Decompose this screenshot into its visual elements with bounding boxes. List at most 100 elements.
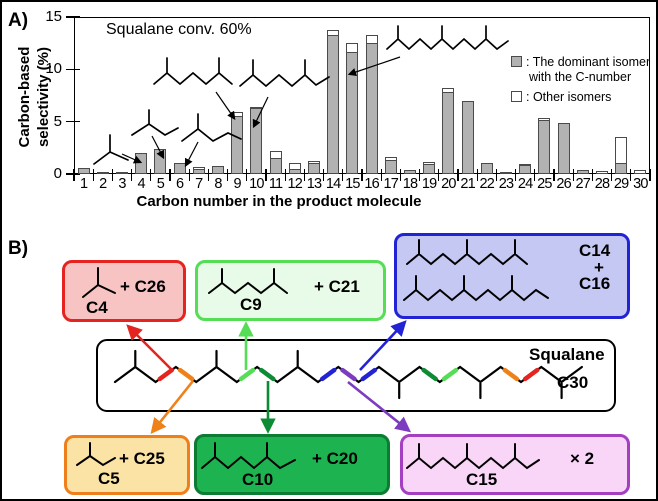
x-tick-3 [130,169,133,181]
formula-c15: C15 [466,470,498,489]
bar-c25 [535,17,554,174]
x-tick-label-29: 29 [613,176,629,192]
x-tick-label-20: 20 [441,176,456,192]
y-tick-5 [66,120,80,123]
x-tick-label-4: 4 [137,176,146,192]
x-tick-9 [246,169,248,181]
x-tick-2 [111,169,114,181]
y-tick-label-10: 10 [45,60,62,78]
bar-c17-other [384,157,397,162]
x-tick-label-15: 15 [345,176,360,192]
x-tick-label-2: 2 [99,176,107,192]
x-tick-label-25: 25 [537,176,552,192]
x-tick-0 [73,169,75,181]
bar-c18-dominant [403,170,416,174]
bar-c5 [151,17,170,174]
bar-c14-other [327,29,340,36]
x-tick-1 [92,169,94,181]
bar-c8 [208,17,227,174]
bar-c28 [592,17,611,174]
legend-dominant-swatch [511,56,522,67]
x-tick-18 [418,169,421,181]
x-tick-label-7: 7 [195,176,203,192]
x-tick-label-12: 12 [287,176,303,192]
bar-c28-other [595,170,608,174]
legend-dominant: : The dominant isomer [511,55,650,69]
bar-c10-dominant [250,108,263,174]
product-box-c10-c20 [194,434,390,495]
x-tick-20 [457,169,459,181]
bar-c8-dominant [211,165,224,174]
bar-c19 [420,17,439,174]
bar-c12 [285,17,304,174]
x-tick-21 [476,169,478,181]
bar-c4-dominant [135,153,148,174]
x-tick-17 [399,169,402,181]
x-tick-label-3: 3 [118,176,126,192]
squalane-formula: C30 [557,373,589,392]
bar-c6 [170,17,189,174]
x-tick-12 [303,169,306,181]
x-tick-15 [361,169,363,181]
bar-c16-other [365,34,378,45]
x-tick-13 [322,169,325,181]
x-tick-label-26: 26 [556,176,571,192]
bar-c9-dominant [231,116,244,174]
y-tick-15 [66,16,80,18]
bar-c10 [247,17,266,174]
selectivity-bar-chart [74,17,650,174]
x-tick-label-8: 8 [214,176,222,192]
bar-c29-other [615,137,628,164]
bar-c13-dominant [307,162,320,174]
bar-c20-other [442,88,455,94]
legend-dominant-line2: with the C-number [529,70,632,84]
squalane-name: Squalane [529,345,605,364]
x-tick-label-21: 21 [460,176,475,192]
bar-c3-dominant [115,171,128,174]
x-tick-5 [169,169,171,181]
bar-c11 [266,17,285,174]
bar-c17-dominant [384,160,397,174]
bar-c24-other [519,164,532,167]
bar-c18 [400,17,419,174]
bar-c25-dominant [538,119,551,174]
bar-c6-dominant [173,162,186,174]
bar-c5-dominant [154,148,167,174]
conversion-annotation: Squalane conv. 60% [106,21,252,38]
bar-c26 [554,17,573,174]
bar-c13 [304,17,323,174]
bar-c29-dominant [615,162,628,174]
y-tick-label-15: 15 [45,8,62,25]
formula-c4: C4 [86,298,108,317]
bar-c21-dominant [461,100,474,174]
x-tick-10 [265,169,267,181]
bar-c27-dominant [576,169,589,174]
x-tick-26 [572,169,574,181]
bar-c12-other [288,162,301,170]
y-tick-label-5: 5 [53,112,62,130]
x-tick-28 [610,169,613,181]
bar-c25-other [538,117,551,121]
bar-c15-dominant [346,51,359,174]
x-tick-label-28: 28 [594,176,610,192]
panel-a-label: A) [8,10,29,31]
bar-c14 [324,17,343,174]
partner-x2: × 2 [570,449,595,468]
x-tick-label-19: 19 [421,176,437,192]
x-tick-22 [495,169,498,181]
bar-c16 [362,17,381,174]
x-tick-label-9: 9 [233,176,242,192]
plus-sign: + [594,258,604,277]
x-tick-7 [207,169,210,181]
bar-c27 [573,17,592,174]
x-tick-16 [380,169,382,181]
bar-c3 [112,17,131,174]
bar-c10-other [250,106,263,110]
bar-c14-dominant [327,34,340,174]
x-tick-label-14: 14 [325,176,341,192]
bar-c16-dominant [365,43,378,174]
bar-c30-other [634,169,647,174]
y-tick-10 [66,68,80,71]
partner-c25: + C25 [119,449,165,468]
bar-c11-dominant [269,158,282,174]
